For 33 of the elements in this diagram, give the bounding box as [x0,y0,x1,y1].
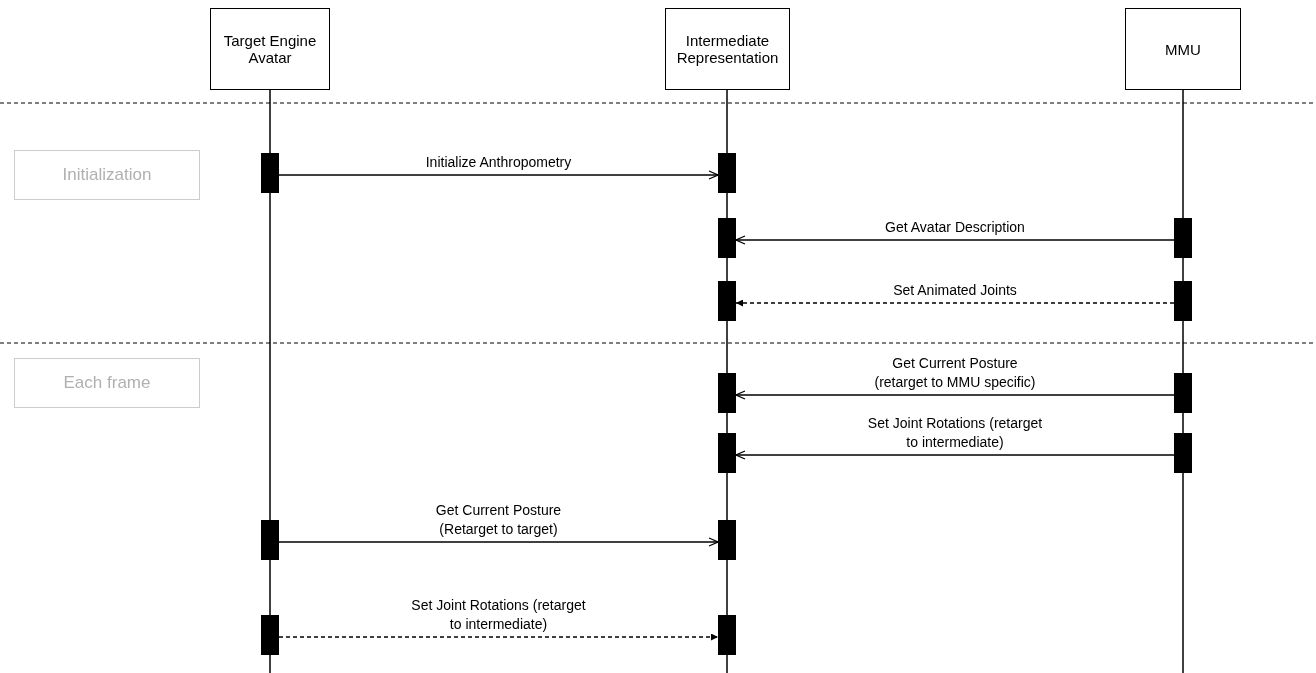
message-label: Get Current Posture (retarget to MMU specific) [873,354,1037,392]
message-label: Set Joint Rotations (retarget to intermediate) [867,414,1043,452]
message-arrow [278,537,719,547]
message-label: Set Joint Rotations (retarget to intermediate) [410,596,587,634]
message-arrow [735,450,1175,460]
activation-bar [1174,433,1192,473]
participant-box: MMU [1125,8,1241,90]
message-arrow [735,299,1175,307]
phase-label: Each frame [14,358,200,408]
message-label: Get Avatar Description [884,218,1026,237]
message-label: Set Animated Joints [892,281,1018,300]
activation-bar [718,281,736,321]
activation-bar [1174,281,1192,321]
phase-label: Initialization [14,150,200,200]
activation-bar [718,153,736,193]
message-label: Get Current Posture (Retarget to target) [434,501,563,539]
activation-bar [718,218,736,258]
participant-box: Target Engine Avatar [210,8,330,90]
activation-bar [261,615,279,655]
message-arrow [278,170,719,180]
message-arrow [278,633,719,641]
participant-box: Intermediate Representation [665,8,790,90]
activation-bar [261,520,279,560]
activation-bar [1174,373,1192,413]
activation-bar [718,520,736,560]
activation-bar [718,615,736,655]
message-label: Initialize Anthropometry [424,153,573,172]
activation-bar [261,153,279,193]
activation-bar [1174,218,1192,258]
message-arrow [735,390,1175,400]
message-arrow [735,235,1175,245]
activation-bar [718,433,736,473]
activation-bar [718,373,736,413]
